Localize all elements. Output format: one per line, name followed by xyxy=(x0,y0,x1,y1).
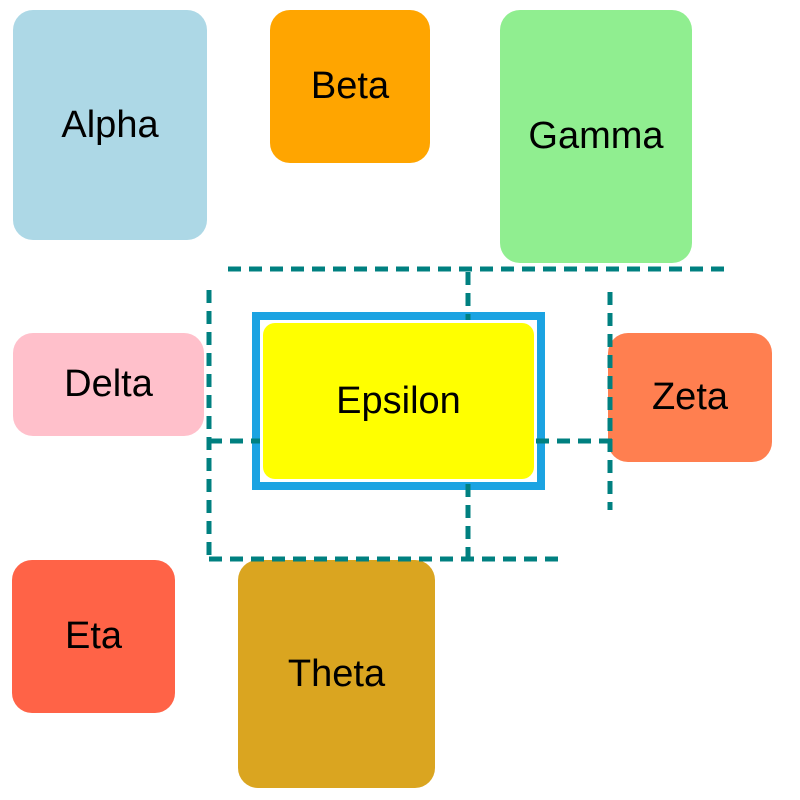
shape-beta-label: Beta xyxy=(310,65,390,107)
shape-theta[interactable]: Theta xyxy=(238,560,435,788)
shape-epsilon-selection-frame[interactable]: Epsilon xyxy=(252,312,545,490)
shape-eta[interactable]: Eta xyxy=(12,560,175,713)
shape-alpha-label: Alpha xyxy=(61,103,159,146)
shape-zeta-label: Zeta xyxy=(651,376,729,418)
shape-theta-label: Theta xyxy=(287,652,386,695)
shape-alpha[interactable]: Alpha xyxy=(13,10,207,240)
shape-beta[interactable]: Beta xyxy=(270,10,430,163)
shape-epsilon-label: Epsilon xyxy=(336,379,461,422)
shape-gamma-label: Gamma xyxy=(528,115,664,157)
shape-gamma[interactable]: Gamma xyxy=(500,10,692,263)
shape-delta[interactable]: Delta xyxy=(13,333,204,436)
shape-delta-label: Delta xyxy=(64,363,153,405)
shape-zeta[interactable]: Zeta xyxy=(608,333,772,462)
shape-epsilon[interactable]: Epsilon xyxy=(263,323,534,479)
shape-eta-label: Eta xyxy=(64,615,123,657)
